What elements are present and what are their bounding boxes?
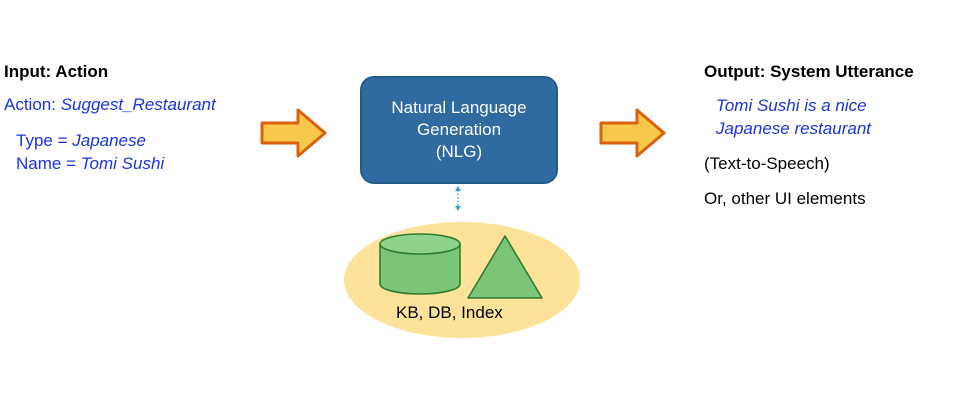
nlg-line-1: Natural Language <box>391 98 527 117</box>
utterance-line-1: Tomi Sushi is a nice <box>716 96 867 115</box>
nlg-line-2: Generation <box>416 120 502 139</box>
action-prefix: Action: <box>4 95 61 114</box>
knowledge-label: KB, DB, Index <box>396 303 503 322</box>
input-arrow-icon <box>260 108 327 158</box>
other-ui-text: Or, other UI elements <box>704 189 866 208</box>
nlg-line-3: (NLG) <box>435 142 483 161</box>
triangle-icon <box>467 235 543 299</box>
type-line: Type = Japanese <box>16 131 146 151</box>
action-line: Action: Suggest_Restaurant <box>4 95 216 115</box>
database-cylinder-icon <box>379 233 461 295</box>
name-line: Name = Tomi Sushi <box>16 154 164 174</box>
tts-text: (Text-to-Speech) <box>704 154 830 173</box>
connector-arrow-icon <box>455 186 461 211</box>
name-prefix: Name = <box>16 154 81 173</box>
type-prefix: Type = <box>16 131 73 150</box>
utterance-line-2: Japanese restaurant <box>716 119 871 138</box>
nlg-box: Natural Language Generation (NLG) <box>360 76 558 184</box>
action-value: Suggest_Restaurant <box>60 95 216 114</box>
output-heading: Output: System Utterance <box>704 62 914 81</box>
name-value: Tomi Sushi <box>80 154 165 173</box>
output-arrow-icon <box>599 108 666 158</box>
input-heading: Input: Action <box>4 62 109 81</box>
type-value: Japanese <box>72 131 146 150</box>
